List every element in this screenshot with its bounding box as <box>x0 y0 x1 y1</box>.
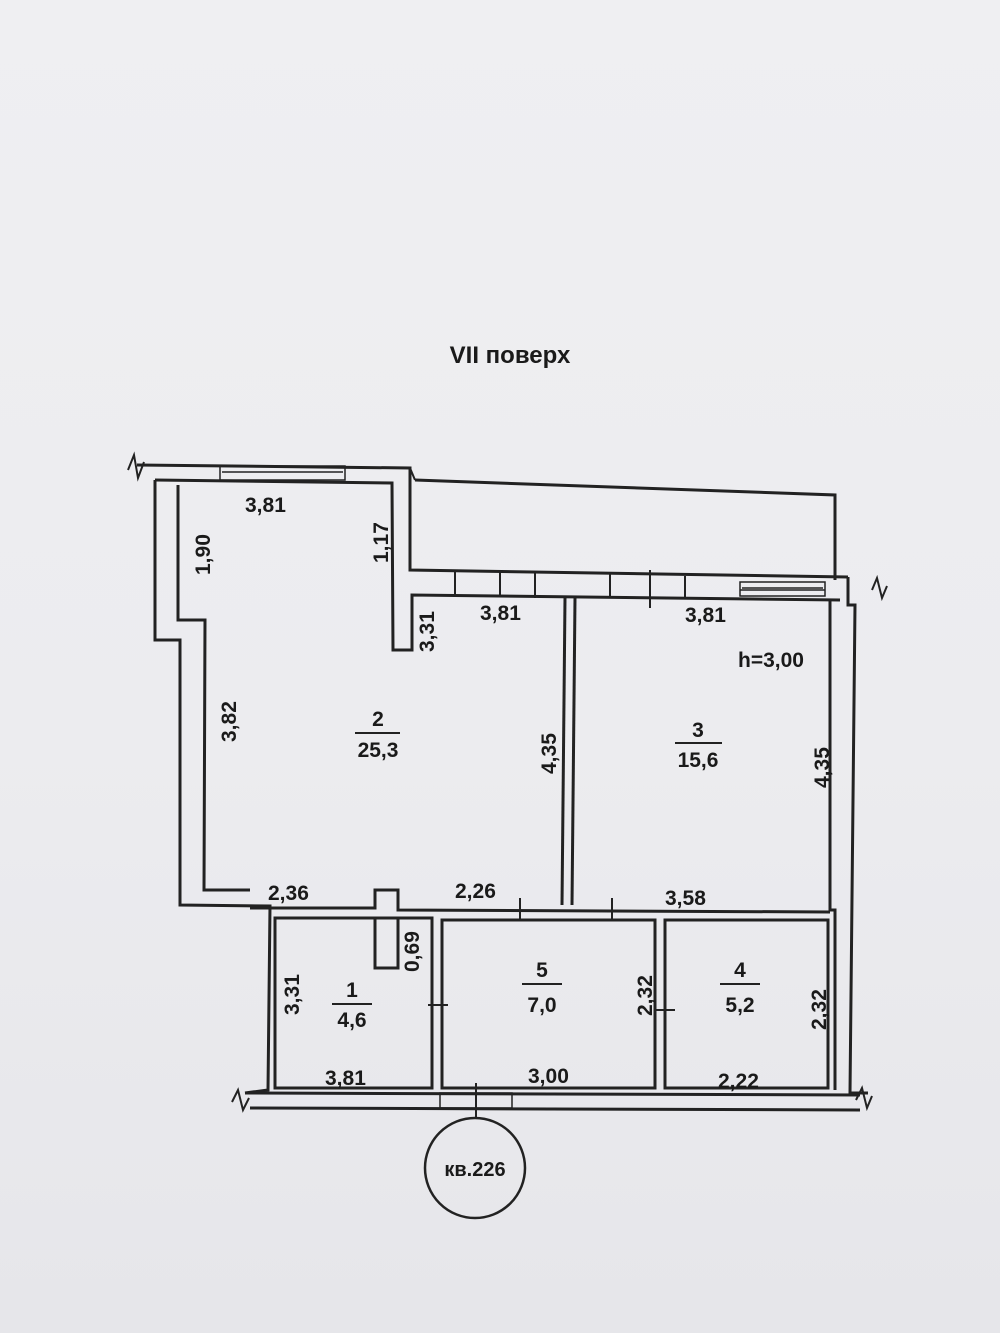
window-room3 <box>739 581 826 597</box>
room-area: 7,0 <box>527 994 556 1017</box>
dim-room1-left: 3,31 <box>281 974 304 1015</box>
dim-room2-top-right: 3,81 <box>480 602 521 625</box>
dim-room3-bottom: 3,58 <box>665 887 706 910</box>
apartment-badge: кв.226 <box>423 1116 527 1220</box>
dim-room5-bottom: 3,00 <box>528 1065 569 1088</box>
room-area: 15,6 <box>678 749 719 772</box>
dim-room2-bottom-left: 2,36 <box>268 882 309 905</box>
dim-room4-right: 2,32 <box>808 989 831 1030</box>
dim-room3-right: 4,35 <box>811 747 834 788</box>
interior-walls <box>250 597 831 1090</box>
room-number: 5 <box>536 959 548 982</box>
floor-title: VII поверх <box>450 342 571 369</box>
room-1-label: 1 4,6 <box>332 979 372 1032</box>
dim-room2-bottom-right: 2,26 <box>455 880 496 903</box>
dim-room2-left-upper: 1,90 <box>192 534 215 575</box>
dim-room5-right: 2,32 <box>634 975 657 1016</box>
dim-room4-bottom: 2,22 <box>718 1070 759 1093</box>
apartment-label: кв.226 <box>444 1159 505 1181</box>
windows <box>219 465 826 1118</box>
window-room2 <box>219 465 346 481</box>
room-area: 5,2 <box>725 994 754 1017</box>
room-number: 2 <box>372 708 384 731</box>
room-2-label: 2 25,3 <box>355 708 400 762</box>
dim-room3-top: 3,81 <box>685 604 726 627</box>
dim-room2-right: 4,35 <box>538 733 561 774</box>
room-number: 4 <box>734 959 746 982</box>
dim-room1-bottom: 3,81 <box>325 1067 366 1090</box>
outer-walls <box>127 451 888 1113</box>
dim-room2-left: 3,82 <box>218 701 241 742</box>
room-3-label: 3 15,6 <box>675 719 722 772</box>
dim-room2-recess: 1,17 <box>370 522 393 563</box>
room-number: 3 <box>692 719 704 742</box>
dim-room2-top: 3,81 <box>245 494 286 517</box>
room-area: 4,6 <box>337 1009 366 1032</box>
room-number: 1 <box>346 979 358 1002</box>
room-area: 25,3 <box>358 739 399 762</box>
room-5-label: 5 7,0 <box>522 959 562 1017</box>
dim-corridor-nib: 0,69 <box>401 931 424 972</box>
ceiling-height: h=3,00 <box>738 649 804 672</box>
room-4-label: 4 5,2 <box>720 959 760 1017</box>
dim-room2-nib: 3,31 <box>416 611 439 652</box>
dimensions: 3,81 1,90 1,17 3,31 3,81 3,82 4,35 2,36 … <box>192 494 834 1093</box>
